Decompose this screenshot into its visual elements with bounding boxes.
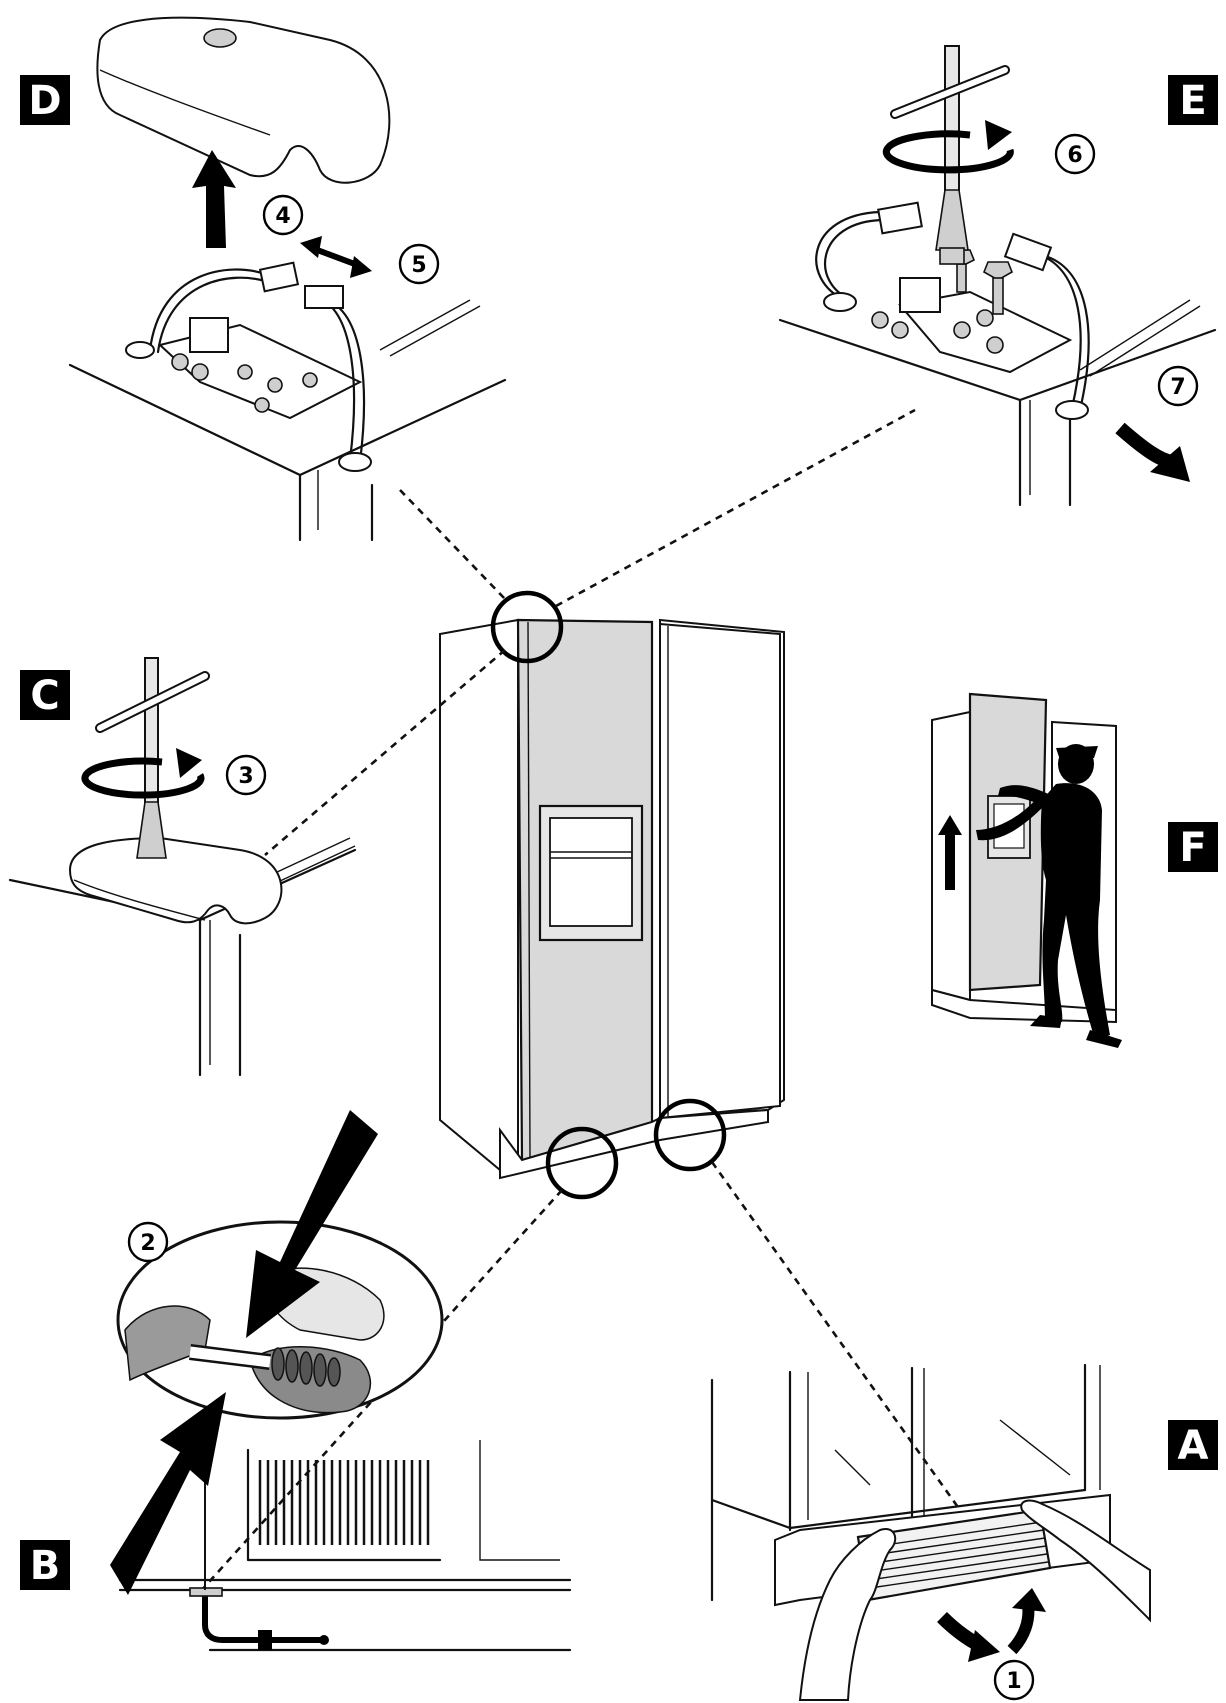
panel-F-illustration bbox=[931, 692, 1122, 1048]
fresh-food-door bbox=[659, 622, 781, 1120]
wrench-icon bbox=[95, 657, 210, 859]
panel-badge-F: F bbox=[1168, 822, 1218, 872]
svg-text:1: 1 bbox=[1006, 1669, 1021, 1694]
panel-label-F: F bbox=[1179, 825, 1206, 871]
panel-label-C: C bbox=[30, 673, 59, 719]
tilt-out-arrow-icon bbox=[937, 1588, 1046, 1662]
lift-arrow-icon bbox=[938, 815, 962, 890]
panel-badge-D: D bbox=[20, 75, 70, 125]
svg-text:3: 3 bbox=[238, 764, 253, 789]
step-number-1: 1 bbox=[993, 1659, 1035, 1701]
refrigerator-illustration bbox=[439, 618, 785, 1180]
panel-B-illustration bbox=[110, 1110, 572, 1652]
rotate-arrow-icon bbox=[882, 120, 1014, 174]
disconnect-arrow-icon bbox=[300, 236, 372, 278]
panel-badge-A: A bbox=[1168, 1420, 1218, 1470]
svg-text:2: 2 bbox=[140, 1231, 155, 1256]
step-number-7: 7 bbox=[1157, 365, 1199, 407]
step-number-4: 4 bbox=[262, 194, 304, 236]
right-hand bbox=[1020, 1499, 1151, 1623]
panel-badge-B: B bbox=[20, 1540, 70, 1590]
panel-label-B: B bbox=[30, 1543, 61, 1589]
press-arrow-icon bbox=[246, 1110, 378, 1338]
panel-label-E: E bbox=[1179, 78, 1206, 124]
panel-label-D: D bbox=[28, 78, 61, 124]
leader-to-D bbox=[399, 489, 507, 601]
step-number-2: 2 bbox=[127, 1221, 169, 1263]
leader-to-C bbox=[264, 649, 506, 856]
panel-badge-C: C bbox=[20, 670, 70, 720]
lift-arrow-icon bbox=[192, 150, 236, 248]
water-ice-dispenser bbox=[538, 804, 644, 942]
step-number-6: 6 bbox=[1054, 133, 1096, 175]
left-hand bbox=[798, 1528, 897, 1701]
svg-text:4: 4 bbox=[275, 204, 290, 229]
svg-text:7: 7 bbox=[1170, 375, 1185, 400]
leader-to-A bbox=[710, 1161, 962, 1511]
callout-water-line bbox=[545, 1126, 619, 1200]
press-arrow-icon bbox=[110, 1392, 226, 1595]
svg-text:6: 6 bbox=[1067, 143, 1082, 168]
wrench-icon bbox=[890, 45, 1010, 265]
panel-D-illustration bbox=[68, 16, 507, 542]
rotate-arrow-icon bbox=[81, 748, 205, 799]
base-grille bbox=[856, 1508, 1052, 1602]
step-number-3: 3 bbox=[225, 754, 267, 796]
panel-label-A: A bbox=[1178, 1423, 1209, 1469]
hinge-cover bbox=[96, 16, 391, 184]
door-swing-arrow-icon bbox=[1115, 422, 1190, 482]
condenser-grille bbox=[258, 1460, 430, 1545]
technician-silhouette bbox=[976, 744, 1122, 1048]
panel-E-illustration bbox=[778, 45, 1217, 507]
svg-text:5: 5 bbox=[411, 253, 426, 278]
panel-badge-E: E bbox=[1168, 75, 1218, 125]
panel-A-illustration bbox=[710, 1363, 1151, 1701]
leader-to-E bbox=[555, 408, 916, 608]
callout-top-hinge bbox=[490, 590, 564, 664]
step-number-5: 5 bbox=[398, 243, 440, 285]
magnified-fitting-detail bbox=[116, 1220, 444, 1420]
callout-base-grille bbox=[653, 1098, 727, 1172]
hinge-cover-installed bbox=[68, 836, 283, 925]
panel-C-illustration bbox=[8, 657, 357, 1077]
